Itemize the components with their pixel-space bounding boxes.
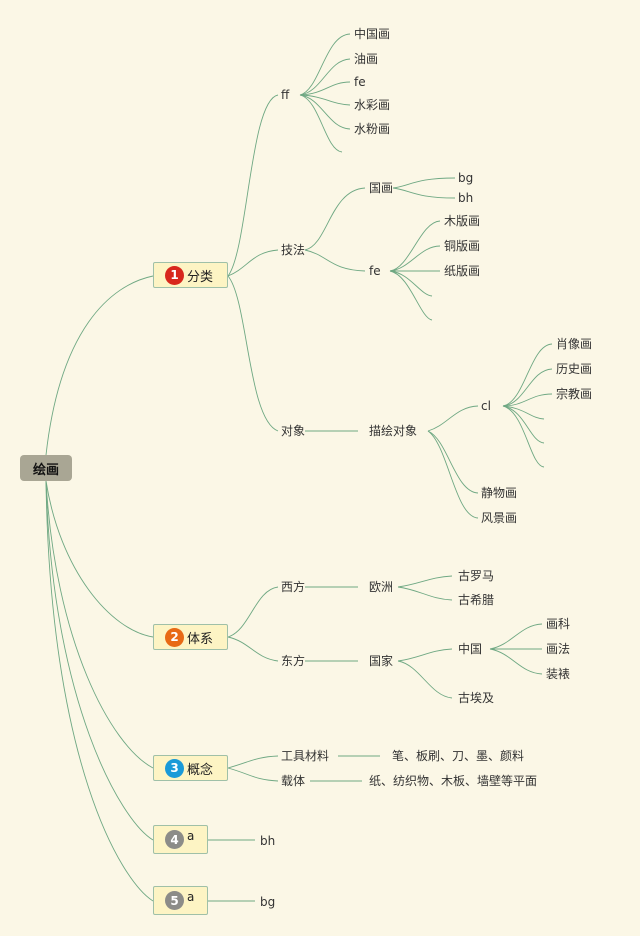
branch-1-label: 分类 <box>187 269 214 285</box>
node-religious-painting[interactable]: 宗教画 <box>556 387 593 401</box>
node-copperplate[interactable]: 铜版画 <box>444 239 481 253</box>
number-badge-2: 2 <box>165 627 184 647</box>
node-bg-2[interactable]: bg <box>260 895 276 909</box>
node-ff[interactable]: ff <box>281 88 290 102</box>
node-mounting[interactable]: 装裱 <box>546 667 571 681</box>
node-bh-1[interactable]: bh <box>458 191 474 205</box>
node-ancient-rome[interactable]: 古罗马 <box>458 569 495 583</box>
node-tools-value[interactable]: 笔、板刷、刀、墨、颜料 <box>392 749 525 763</box>
node-still-life[interactable]: 静物画 <box>481 486 518 500</box>
node-painting-method[interactable]: 画法 <box>546 642 571 656</box>
node-subject[interactable]: 对象 <box>281 424 306 438</box>
number-badge-4: 4 <box>165 830 184 849</box>
node-watercolor[interactable]: 水彩画 <box>354 98 391 112</box>
node-fe-1[interactable]: fe <box>354 75 366 89</box>
node-west[interactable]: 西方 <box>281 580 306 594</box>
branch-4-label: a <box>187 828 195 843</box>
branch-5-box[interactable]: 5 a <box>153 886 208 915</box>
node-paperprint[interactable]: 纸版画 <box>444 264 481 278</box>
root-node[interactable]: 绘画 <box>20 455 72 481</box>
branch-3-box[interactable]: 3 概念 <box>153 755 228 781</box>
number-badge-3: 3 <box>165 758 184 778</box>
node-country[interactable]: 国家 <box>369 654 394 668</box>
node-guohua[interactable]: 国画 <box>369 181 394 195</box>
branch-1-box[interactable]: 1 分类 <box>153 262 228 288</box>
node-bg-1[interactable]: bg <box>458 171 474 185</box>
node-chinese-painting[interactable]: 中国画 <box>354 27 391 41</box>
branch-2-box[interactable]: 2 体系 <box>153 624 228 650</box>
node-history-painting[interactable]: 历史画 <box>556 362 593 376</box>
node-portrait[interactable]: 肖像画 <box>556 337 593 351</box>
branch-5-label: a <box>187 889 195 904</box>
node-bh-2[interactable]: bh <box>260 834 276 848</box>
node-landscape[interactable]: 风景画 <box>481 511 518 525</box>
node-medium-value[interactable]: 纸、纺织物、木板、墙壁等平面 <box>369 774 538 788</box>
node-ancient-egypt[interactable]: 古埃及 <box>458 691 495 705</box>
node-east[interactable]: 东方 <box>281 654 306 668</box>
number-badge-5: 5 <box>165 891 184 910</box>
node-china[interactable]: 中国 <box>458 642 483 656</box>
node-technique[interactable]: 技法 <box>281 243 306 257</box>
node-painting-genre[interactable]: 画科 <box>546 617 571 631</box>
node-cl[interactable]: cl <box>481 399 491 413</box>
branch-2-label: 体系 <box>187 631 214 647</box>
node-fe-2[interactable]: fe <box>369 264 381 278</box>
node-ancient-greece[interactable]: 古希腊 <box>458 593 495 607</box>
node-gouache[interactable]: 水粉画 <box>354 122 391 136</box>
node-tools-materials[interactable]: 工具材料 <box>281 749 330 763</box>
node-oil-painting[interactable]: 油画 <box>354 52 379 66</box>
node-depicted-subject[interactable]: 描绘对象 <box>369 424 418 438</box>
node-woodcut[interactable]: 木版画 <box>444 214 481 228</box>
branch-3-label: 概念 <box>187 762 214 778</box>
node-medium[interactable]: 载体 <box>281 774 306 788</box>
node-europe[interactable]: 欧洲 <box>369 580 394 594</box>
number-badge-1: 1 <box>165 265 184 285</box>
branch-4-box[interactable]: 4 a <box>153 825 208 854</box>
